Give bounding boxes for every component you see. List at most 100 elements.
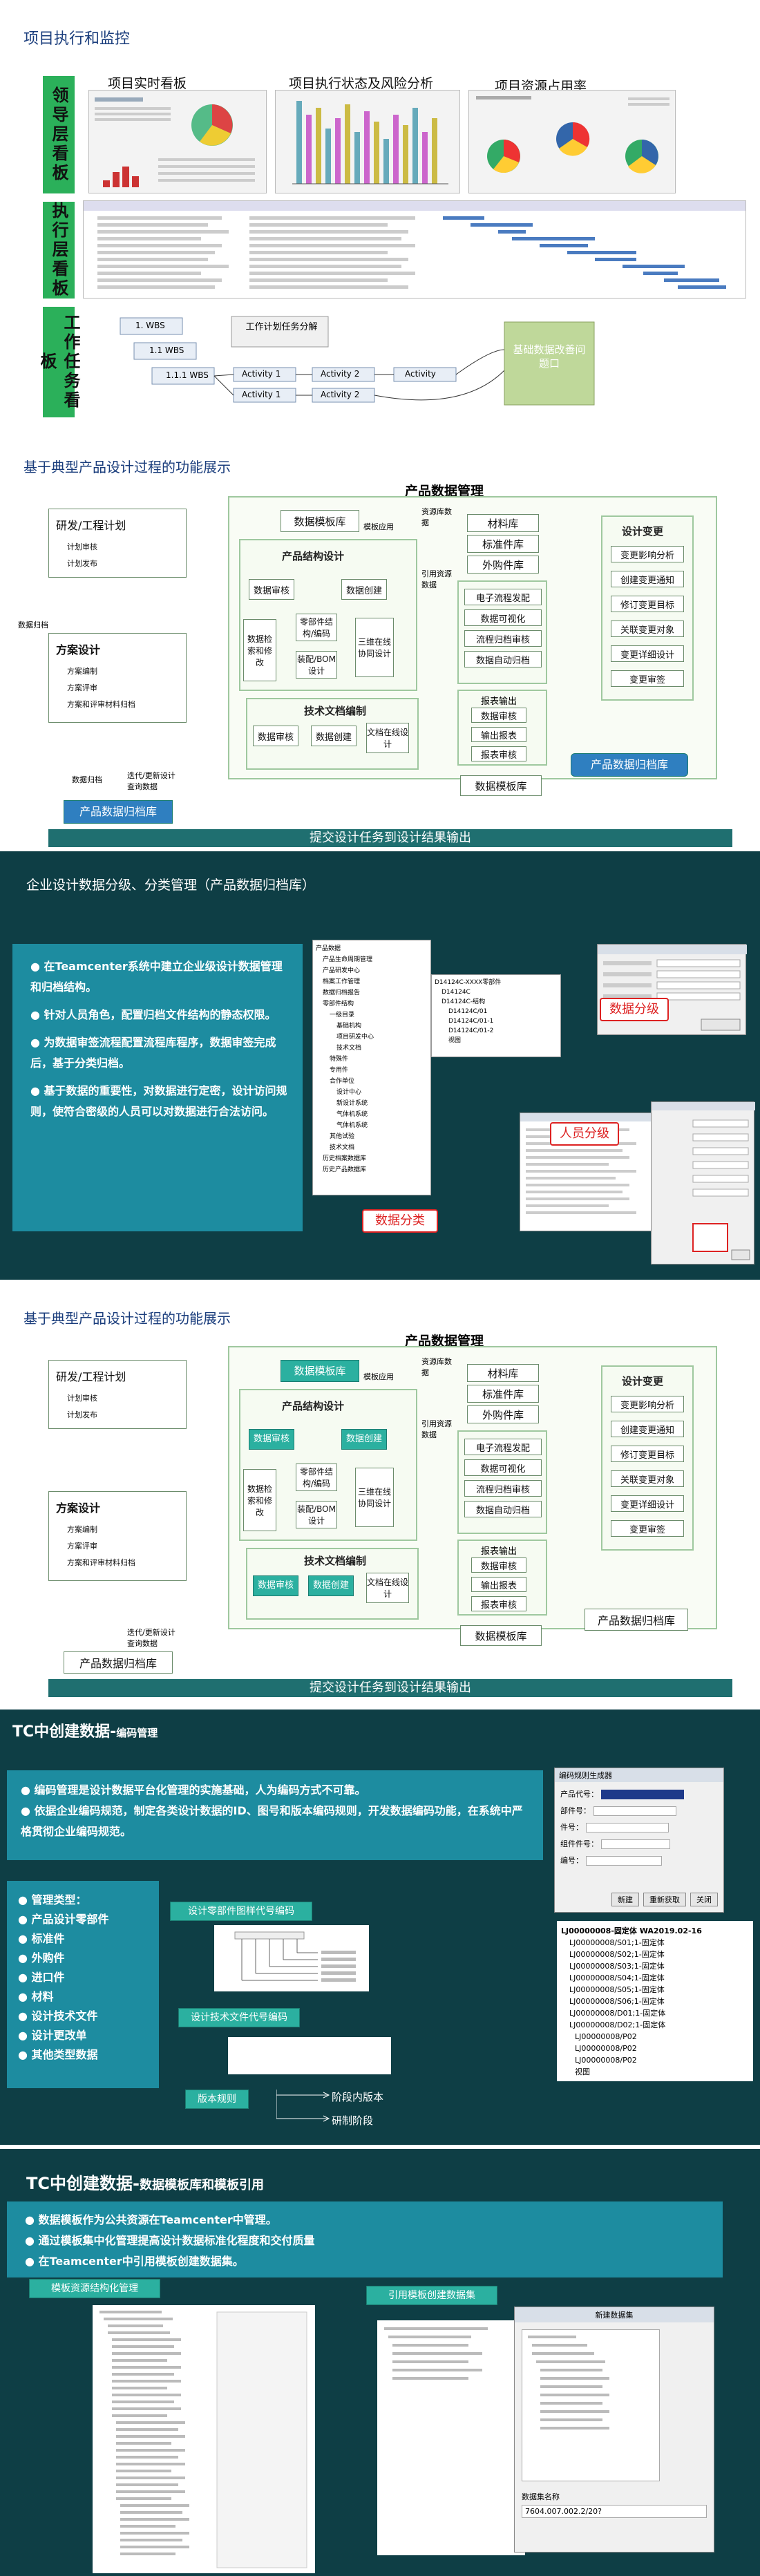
tree-item-18[interactable]: 技术文档 xyxy=(330,1144,355,1151)
tree-item-8[interactable]: 项目研发中心 xyxy=(336,1034,374,1041)
tag-template-res: 模板资源结构化管理 xyxy=(29,2279,160,2298)
coding-refresh-button[interactable]: 重新获取 xyxy=(643,1893,686,1906)
coding-tree-root[interactable]: LJ00000008-固定体 WA2019.02-16 xyxy=(561,1926,702,1935)
realtime-board-chart xyxy=(95,97,255,187)
coding-field-5: 编号： xyxy=(560,1853,718,1869)
coding-dialog: 编码规则生成器 产品代号： 部件号： 件号： 组件件号： 编号： 新建 重新获取… xyxy=(554,1768,724,1913)
resource-usage-thumbnail xyxy=(468,90,676,193)
tree-item-15[interactable]: 气体机系统 xyxy=(336,1111,368,1118)
coding-field-1: 产品代号： xyxy=(560,1786,718,1803)
properties-dialog-1-content xyxy=(598,945,747,1031)
new-dataset-dialog: 新建数据集 数据集名称 7604.007.002.2/20? xyxy=(514,2307,714,2553)
dataset-name-label: 数据集名称 xyxy=(522,2492,560,2501)
tree-item-0[interactable]: 产品数据 xyxy=(316,945,341,952)
tree-item-5[interactable]: 零部件结构 xyxy=(323,1001,354,1007)
coding-input-4[interactable] xyxy=(600,1839,670,1849)
tree-item-4[interactable]: 数据归档报告 xyxy=(323,989,361,996)
tree-item-9[interactable]: 技术文档 xyxy=(336,1045,362,1052)
tree-item-19[interactable]: 历史档案数据库 xyxy=(323,1155,367,1162)
coding-tree-item-1[interactable]: LJ00000008/S01;1-固定体 xyxy=(569,1938,665,1947)
coding-tree-item-9[interactable]: LJ00000008/P02 xyxy=(575,2032,637,2041)
ver-dev: 研制阶段 xyxy=(332,2114,374,2127)
version-arrows xyxy=(276,2090,330,2122)
coding-close-button[interactable]: 关闭 xyxy=(690,1893,718,1906)
archive-left-label-2: 数据归档 xyxy=(72,775,102,784)
coding-tree-item-12[interactable]: 视图 xyxy=(575,2067,590,2076)
report-check-2: 报表审核 xyxy=(471,1596,526,1611)
coding-tree-item-4[interactable]: LJ00000008/S04;1-固定体 xyxy=(569,1973,665,1982)
tree-item-14[interactable]: 新设计系统 xyxy=(336,1100,368,1107)
coding-tree-item-5[interactable]: LJ00000008/S05;1-固定体 xyxy=(569,1985,665,1994)
part-item-4[interactable]: D14124C/01-1 xyxy=(448,1018,494,1025)
coding-input-5[interactable] xyxy=(585,1856,662,1866)
tech-online: 文档在线设计 xyxy=(366,723,409,753)
tree-item-11[interactable]: 专用件 xyxy=(330,1067,349,1074)
tree-item-20[interactable]: 历史产品数据库 xyxy=(323,1166,367,1173)
purchase-lib-2: 外购件库 xyxy=(467,1405,539,1423)
data-relation: 数据检索和修改 xyxy=(243,619,276,681)
part-item-2[interactable]: D14124C-结构 xyxy=(441,998,486,1005)
archive-right-box-2: 产品数据归档库 xyxy=(585,1609,688,1631)
tag-data-class: 数据分类 xyxy=(362,1209,438,1233)
tree-item-17[interactable]: 其他试验 xyxy=(330,1133,355,1140)
tree-item-10[interactable]: 特殊件 xyxy=(330,1056,349,1063)
coding-input-2[interactable] xyxy=(593,1806,676,1816)
flow-sign-2: 流程归档审核 xyxy=(464,1480,542,1497)
change2-item-5: 变更详细设计 xyxy=(611,1495,684,1512)
material-lib: 材料库 xyxy=(467,514,539,532)
gantt-chart xyxy=(84,201,745,289)
coding-tree-item-8[interactable]: LJ00000008/D02;1-固定体 xyxy=(569,2020,666,2029)
coding-tree-item-7[interactable]: LJ00000008/D01;1-固定体 xyxy=(569,2009,666,2018)
task-board-thumbnail: 1. WBS 1.1 WBS 1.1.1 WBS 工作计划任务分解 Activi… xyxy=(104,308,719,412)
three-d-design: 三维在线协同设计 xyxy=(355,618,394,677)
part-code-diagram xyxy=(214,1925,369,1991)
coding-tree-item-10[interactable]: LJ00000008/P02 xyxy=(575,2044,637,2053)
coding-input-1[interactable] xyxy=(600,1790,684,1799)
template-lib-box: 数据模板库 xyxy=(281,510,359,532)
template-lib-2b: 数据模板库 xyxy=(460,1625,542,1646)
dataset-name-input[interactable]: 7604.007.002.2/20? xyxy=(522,2505,707,2518)
change-item-5: 变更详细设计 xyxy=(611,645,684,662)
section5-title: TC中创建数据-编码管理 xyxy=(12,1723,158,1741)
part-item-5[interactable]: D14124C/01-2 xyxy=(448,1027,494,1034)
coding-tree-item-3[interactable]: LJ00000008/S03;1-固定体 xyxy=(569,1962,665,1971)
part-item-6[interactable]: 视图 xyxy=(448,1037,462,1044)
tree-item-6[interactable]: 一级目录 xyxy=(330,1012,355,1019)
coding-tree-item-6[interactable]: LJ00000008/S06;1-固定体 xyxy=(569,1997,665,2006)
coding-field-3: 件号： xyxy=(560,1819,718,1836)
tag-doc-code: 设计技术文件代号编码 xyxy=(178,2008,300,2027)
part-item-1[interactable]: D14124C xyxy=(441,989,471,996)
change2-item-2: 创建变更通知 xyxy=(611,1421,684,1437)
part-item-0[interactable]: D14124C-XXXX零部件 xyxy=(435,979,502,986)
activity-generic: Activity xyxy=(405,369,436,379)
coding-tree-item-2[interactable]: LJ00000008/S02;1-固定体 xyxy=(569,1950,665,1959)
activity-2b: Activity 2 xyxy=(321,390,360,399)
tree-item-7[interactable]: 基础机构 xyxy=(336,1023,362,1030)
new-dataset-title: 新建数据集 xyxy=(515,2307,714,2322)
tree-item-1[interactable]: 产品生命周期管理 xyxy=(323,956,373,963)
section3-title: 企业设计数据分级、分类管理（产品数据归档库） xyxy=(26,878,316,893)
tree-item-13[interactable]: 设计中心 xyxy=(336,1089,362,1096)
template-res-tree-svg xyxy=(99,2311,307,2568)
tech-doc-label-2: 技术文档编制 xyxy=(304,1555,367,1567)
wbs-diagram xyxy=(120,316,595,406)
coding-field-4: 组件件号： xyxy=(560,1836,718,1853)
bullet-3: ● 为数据审签流程配置流程库程序，数据审签完成后，基于分类归档。 xyxy=(30,1036,276,1070)
parts-attr: 零部件结构/编码 xyxy=(296,614,337,641)
struct-create: 数据创建 xyxy=(341,579,387,600)
flow-sign: 流程归档审核 xyxy=(464,630,542,647)
coding-new-button[interactable]: 新建 xyxy=(611,1893,639,1906)
bullet-1: ● 在Teamcenter系统中建立企业级设计数据管理和归档结构。 xyxy=(30,960,283,994)
tree-item-3[interactable]: 档案工作管理 xyxy=(323,978,361,985)
tree-item-12[interactable]: 合作单位 xyxy=(330,1078,355,1085)
tree-item-16[interactable]: 气体机系统 xyxy=(336,1122,368,1129)
part-item-3[interactable]: D14124C/01 xyxy=(448,1008,488,1015)
new-dataset-tree-svg xyxy=(528,2336,609,2430)
section6-title: TC中创建数据-数据模板库和模板引用 xyxy=(26,2174,264,2193)
new-dataset-tree xyxy=(522,2329,660,2481)
coding-tree-item-11[interactable]: LJ00000008/P02 xyxy=(575,2056,637,2065)
coding-input-3[interactable] xyxy=(585,1823,669,1832)
template-use-label: 模板应用 xyxy=(363,522,394,531)
auto-archive: 数据自动归档 xyxy=(464,651,542,667)
tree-item-2[interactable]: 产品研发中心 xyxy=(323,967,361,974)
